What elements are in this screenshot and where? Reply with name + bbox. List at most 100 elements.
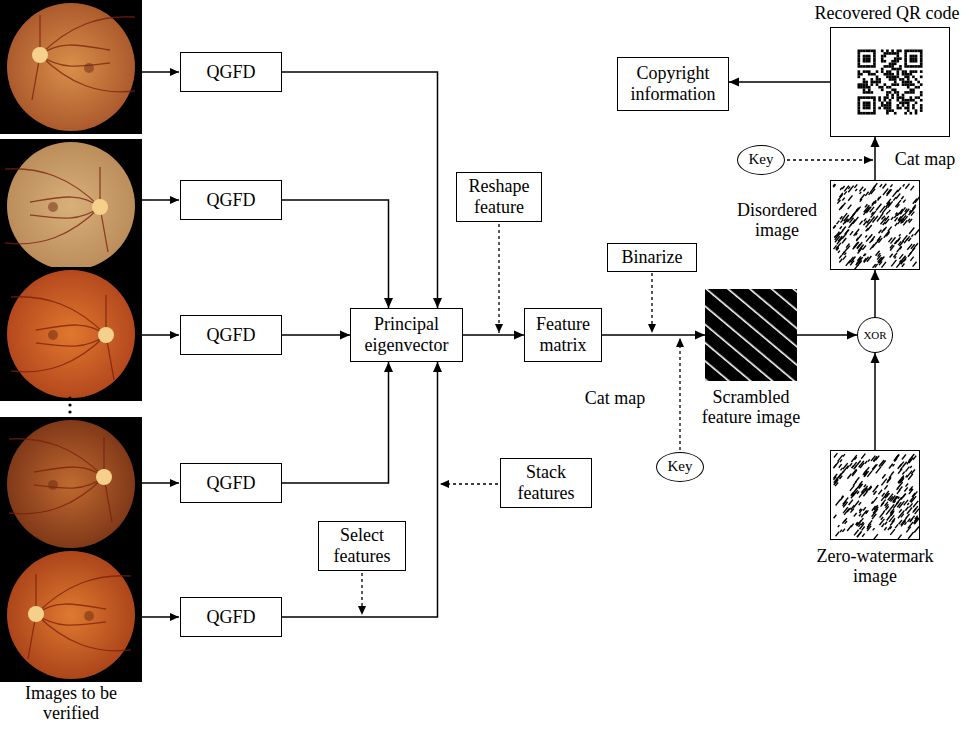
qr-module [894, 112, 897, 115]
qr-module [891, 60, 894, 63]
qr-module [865, 70, 868, 73]
noise-dash [898, 535, 902, 539]
qr-module [886, 76, 889, 79]
qr-module [907, 107, 910, 110]
noise-dash [855, 477, 859, 482]
noise-dash [883, 184, 887, 189]
qr-module [871, 78, 874, 81]
qr-module [868, 50, 871, 53]
noise-dash [861, 510, 866, 517]
noise-dash [890, 254, 893, 258]
noise-dash [885, 522, 887, 525]
noise-dash [855, 233, 857, 235]
qr-module [858, 104, 861, 107]
fundus-background [0, 548, 142, 682]
qr-module [865, 91, 868, 94]
noise-dash [889, 464, 893, 469]
fundus-image [0, 548, 142, 682]
key-ellipse: Key [737, 145, 785, 175]
noise-dash [888, 201, 893, 207]
connector-arrow [602, 334, 705, 336]
qr-module [904, 107, 907, 110]
qr-module [871, 96, 874, 99]
noise-dash [842, 248, 847, 255]
noise-dash [857, 532, 861, 537]
noise-dash [878, 196, 881, 200]
noise-dash [844, 186, 849, 192]
qr-module [889, 65, 892, 68]
noise-dash [877, 217, 881, 222]
qr-module [910, 57, 913, 60]
qr-module [886, 91, 889, 94]
qr-module [858, 73, 861, 76]
noise-dash [893, 464, 895, 466]
qr-module [868, 102, 871, 105]
qr-module [863, 89, 866, 92]
noise-dash [895, 524, 898, 528]
noise-dash [858, 248, 863, 254]
noise-dash [890, 529, 895, 535]
noise-dash [838, 455, 843, 461]
noise-dash [864, 258, 867, 261]
noise-dash [840, 530, 842, 532]
operation-label: Cat map [580, 389, 650, 409]
qr-module [891, 52, 894, 55]
qr-module [902, 104, 905, 107]
blood-vessel [36, 614, 106, 625]
noise-dash [913, 456, 916, 460]
noise-dash [840, 216, 842, 219]
qr-module [894, 76, 897, 79]
qr-module [891, 96, 894, 99]
qr-module [907, 86, 910, 89]
noise-dash [841, 219, 844, 222]
qr-module [863, 91, 866, 94]
qr-module [884, 60, 887, 63]
qr-module [858, 60, 861, 63]
qr-code-picture [830, 27, 950, 137]
noise-dash [848, 186, 853, 193]
qr-module [868, 57, 871, 60]
node-text: QGFD [206, 325, 255, 346]
qr-module [886, 112, 889, 115]
qr-module [920, 63, 923, 66]
qr-module [889, 91, 892, 94]
qr-module [884, 104, 887, 107]
qr-module [891, 109, 894, 112]
blood-vessel [9, 439, 104, 477]
noise-dash [876, 466, 882, 473]
noise-dash [889, 475, 891, 478]
noise-dash [886, 212, 888, 214]
qr-module [889, 73, 892, 76]
noise-dash [844, 253, 846, 255]
qr-module [917, 81, 920, 84]
qr-module [868, 65, 871, 68]
qr-module [889, 104, 892, 107]
noise-dash [872, 200, 877, 206]
qr-code: Recovered QR code [830, 27, 950, 137]
qr-module [897, 57, 900, 60]
noise-dash [833, 461, 839, 468]
qr-module [912, 70, 915, 73]
qr-module [873, 73, 876, 76]
scrambled-image: Scrambled feature image [705, 289, 797, 381]
noise-dash [854, 242, 859, 248]
blood-vessel [34, 467, 104, 477]
qr-module [886, 52, 889, 55]
qr-module [902, 70, 905, 73]
output-box: Copyright information [617, 57, 729, 111]
qr-module [897, 94, 900, 97]
macula [48, 330, 58, 340]
noise-dash [850, 231, 853, 235]
noise-dash [903, 200, 905, 203]
node-text: QGFD [206, 190, 255, 211]
blood-vessel [11, 335, 106, 372]
qr-module [881, 89, 884, 92]
qr-module [920, 76, 923, 79]
qr-module [902, 99, 905, 102]
noise-dash [833, 225, 836, 228]
qr-module [860, 65, 863, 68]
fundus-image [0, 0, 142, 134]
qr-module [894, 91, 897, 94]
qr-module [912, 107, 915, 110]
qr-module [899, 107, 902, 110]
